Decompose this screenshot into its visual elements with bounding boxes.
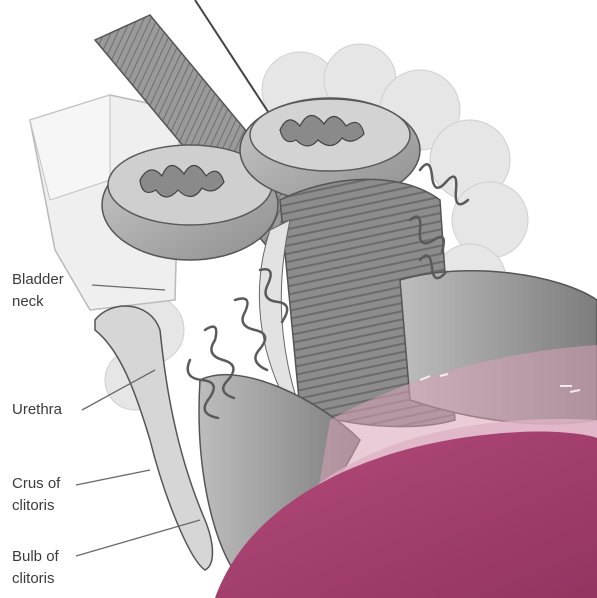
label-bladder-neck-line2: neck <box>12 291 64 313</box>
label-crus-of-clitoris: Crus of clitoris <box>12 473 60 517</box>
label-urethra: Urethra <box>12 399 62 421</box>
label-crus-line1: Crus of <box>12 473 60 495</box>
label-bulb-of-clitoris: Bulb of clitoris <box>12 546 59 590</box>
leader-line-bulb <box>76 520 200 556</box>
label-bladder-neck: Bladder neck <box>12 269 64 313</box>
label-bladder-neck-line1: Bladder <box>12 269 64 291</box>
label-bulb-line1: Bulb of <box>12 546 59 568</box>
label-crus-line2: clitoris <box>12 495 60 517</box>
leader-line-crus <box>76 470 150 485</box>
label-bulb-line2: clitoris <box>12 568 59 590</box>
label-urethra-line1: Urethra <box>12 399 62 421</box>
